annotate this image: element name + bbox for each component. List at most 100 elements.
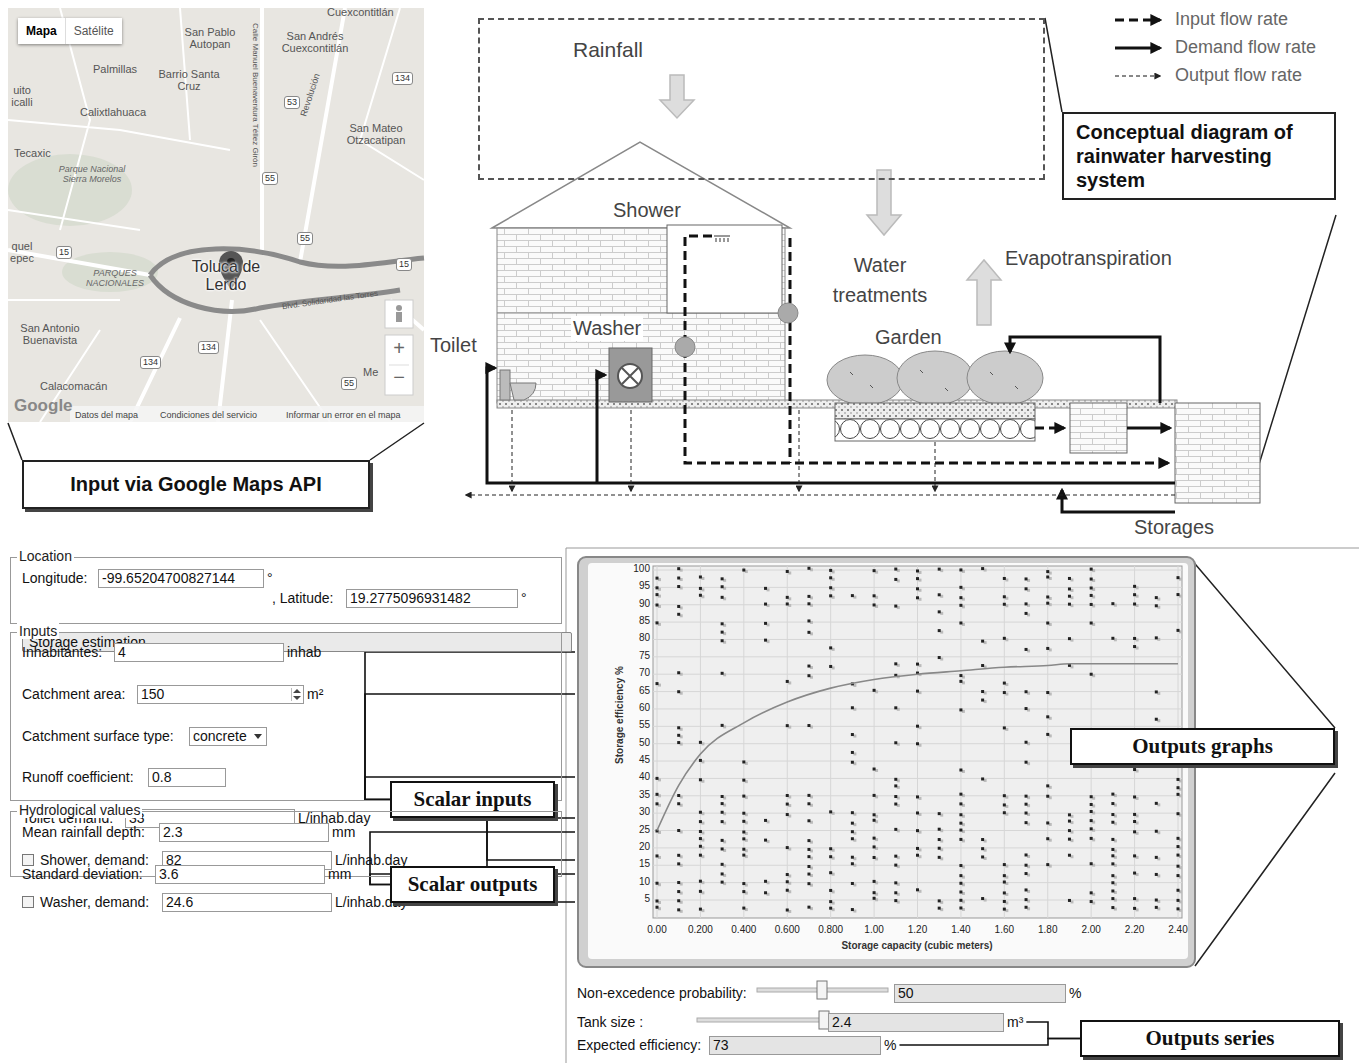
data-point [764, 819, 767, 822]
data-point [851, 862, 854, 865]
data-point [938, 812, 941, 815]
data-point [873, 845, 876, 848]
map [385, 300, 413, 328]
output-pipe [466, 495, 1175, 496]
data-point [1177, 786, 1180, 789]
house [622, 368, 638, 384]
data-point [1046, 837, 1049, 840]
data-point [959, 864, 962, 867]
map-footer-link: Condiciones del servicio [160, 410, 257, 420]
input-field: 50 [894, 984, 1066, 1003]
bracket-connector [899, 1039, 1080, 1046]
data-point [959, 586, 962, 589]
box-text: Conceptual diagram of rainwater harvesti… [1076, 120, 1322, 192]
data-point [1155, 690, 1158, 693]
fieldset-legend: Inputs [17, 623, 59, 639]
data-point [959, 769, 962, 772]
data-point [981, 777, 984, 780]
data-point [721, 724, 724, 727]
park-name: Parque Nacional Sierra Morelos [50, 164, 134, 184]
data-point [938, 593, 941, 596]
data-point [764, 839, 767, 842]
data-point [677, 726, 680, 729]
form-fieldset: InputsInhabitantes:4inhabCatchment area:… [10, 632, 562, 801]
data-point [807, 595, 810, 598]
field-label: Tank size : [577, 1014, 695, 1030]
data-point [807, 631, 810, 634]
tick-label: 100 [608, 563, 650, 574]
tick-label: 2.40 [1153, 924, 1203, 935]
field-label: , Latitude: [272, 590, 344, 606]
data-point [829, 855, 832, 858]
data-point [851, 751, 854, 754]
house [618, 364, 642, 388]
data-point [1090, 568, 1093, 571]
data-point [699, 880, 702, 883]
rainfall-region: Rainfall [478, 18, 1045, 180]
unit-label: m³ [1007, 1014, 1023, 1030]
place-name: Palmillas [93, 63, 137, 75]
data-point [1068, 595, 1071, 598]
data-point [916, 742, 919, 745]
demand-pipe [597, 375, 605, 483]
grid-line [874, 566, 875, 918]
data-point [829, 594, 832, 597]
data-point [938, 656, 941, 659]
data-point [677, 802, 680, 805]
data-point [1155, 596, 1158, 599]
place-name: San Mateo Otzacatipan [338, 122, 414, 146]
axis-title: Storage capacity (cubic meters) [787, 940, 1047, 951]
data-point [742, 854, 745, 857]
data-point [916, 587, 919, 590]
data-point [1111, 906, 1114, 909]
data-point [1090, 795, 1093, 798]
slider [817, 981, 827, 999]
data-point [873, 768, 876, 771]
tick-label: 95 [608, 580, 650, 591]
slider [697, 1018, 825, 1022]
demand-pipe [487, 368, 1175, 483]
data-point [1090, 603, 1093, 606]
tick-label: 5 [608, 893, 650, 904]
data-point [873, 794, 876, 797]
data-point [938, 856, 941, 859]
data-point [894, 568, 897, 571]
data-point [1111, 821, 1114, 824]
data-point [916, 577, 919, 580]
data-point [1025, 864, 1028, 867]
input-field: 19.2775096931482 [346, 589, 518, 608]
tick-label: 90 [608, 598, 650, 609]
data-point [807, 848, 810, 851]
field-value: 2.4 [832, 1014, 851, 1030]
data-point [721, 811, 724, 814]
box-text: Outputs graphs [1076, 734, 1329, 759]
tick-label: 20 [608, 841, 650, 852]
demand-pipe [487, 337, 1175, 512]
data-point [1003, 682, 1006, 685]
data-point [829, 586, 832, 589]
data-point [829, 810, 832, 813]
data-point [1133, 854, 1136, 857]
unit-label: inhab [287, 644, 321, 660]
data-point [699, 854, 702, 857]
data-point [786, 909, 789, 912]
data-point [938, 838, 941, 841]
tick-label: 25 [608, 824, 650, 835]
data-point [1133, 603, 1136, 606]
data-point [1046, 570, 1049, 573]
box-text: Outputs series [1086, 1026, 1334, 1051]
data-point [656, 577, 659, 580]
highway-shield: 55 [341, 377, 357, 390]
output-pipe [512, 410, 513, 491]
data-point [1111, 793, 1114, 796]
field-label: Non-excedence probability: [577, 985, 757, 1001]
data-point [721, 631, 724, 634]
data-point [1155, 899, 1158, 902]
field-value: -99.65204700827144 [102, 570, 235, 586]
tick-label: 60 [608, 702, 650, 713]
data-point [764, 622, 767, 625]
data-point [807, 794, 810, 797]
data-point [916, 888, 919, 891]
data-point [873, 569, 876, 572]
data-point [894, 855, 897, 858]
